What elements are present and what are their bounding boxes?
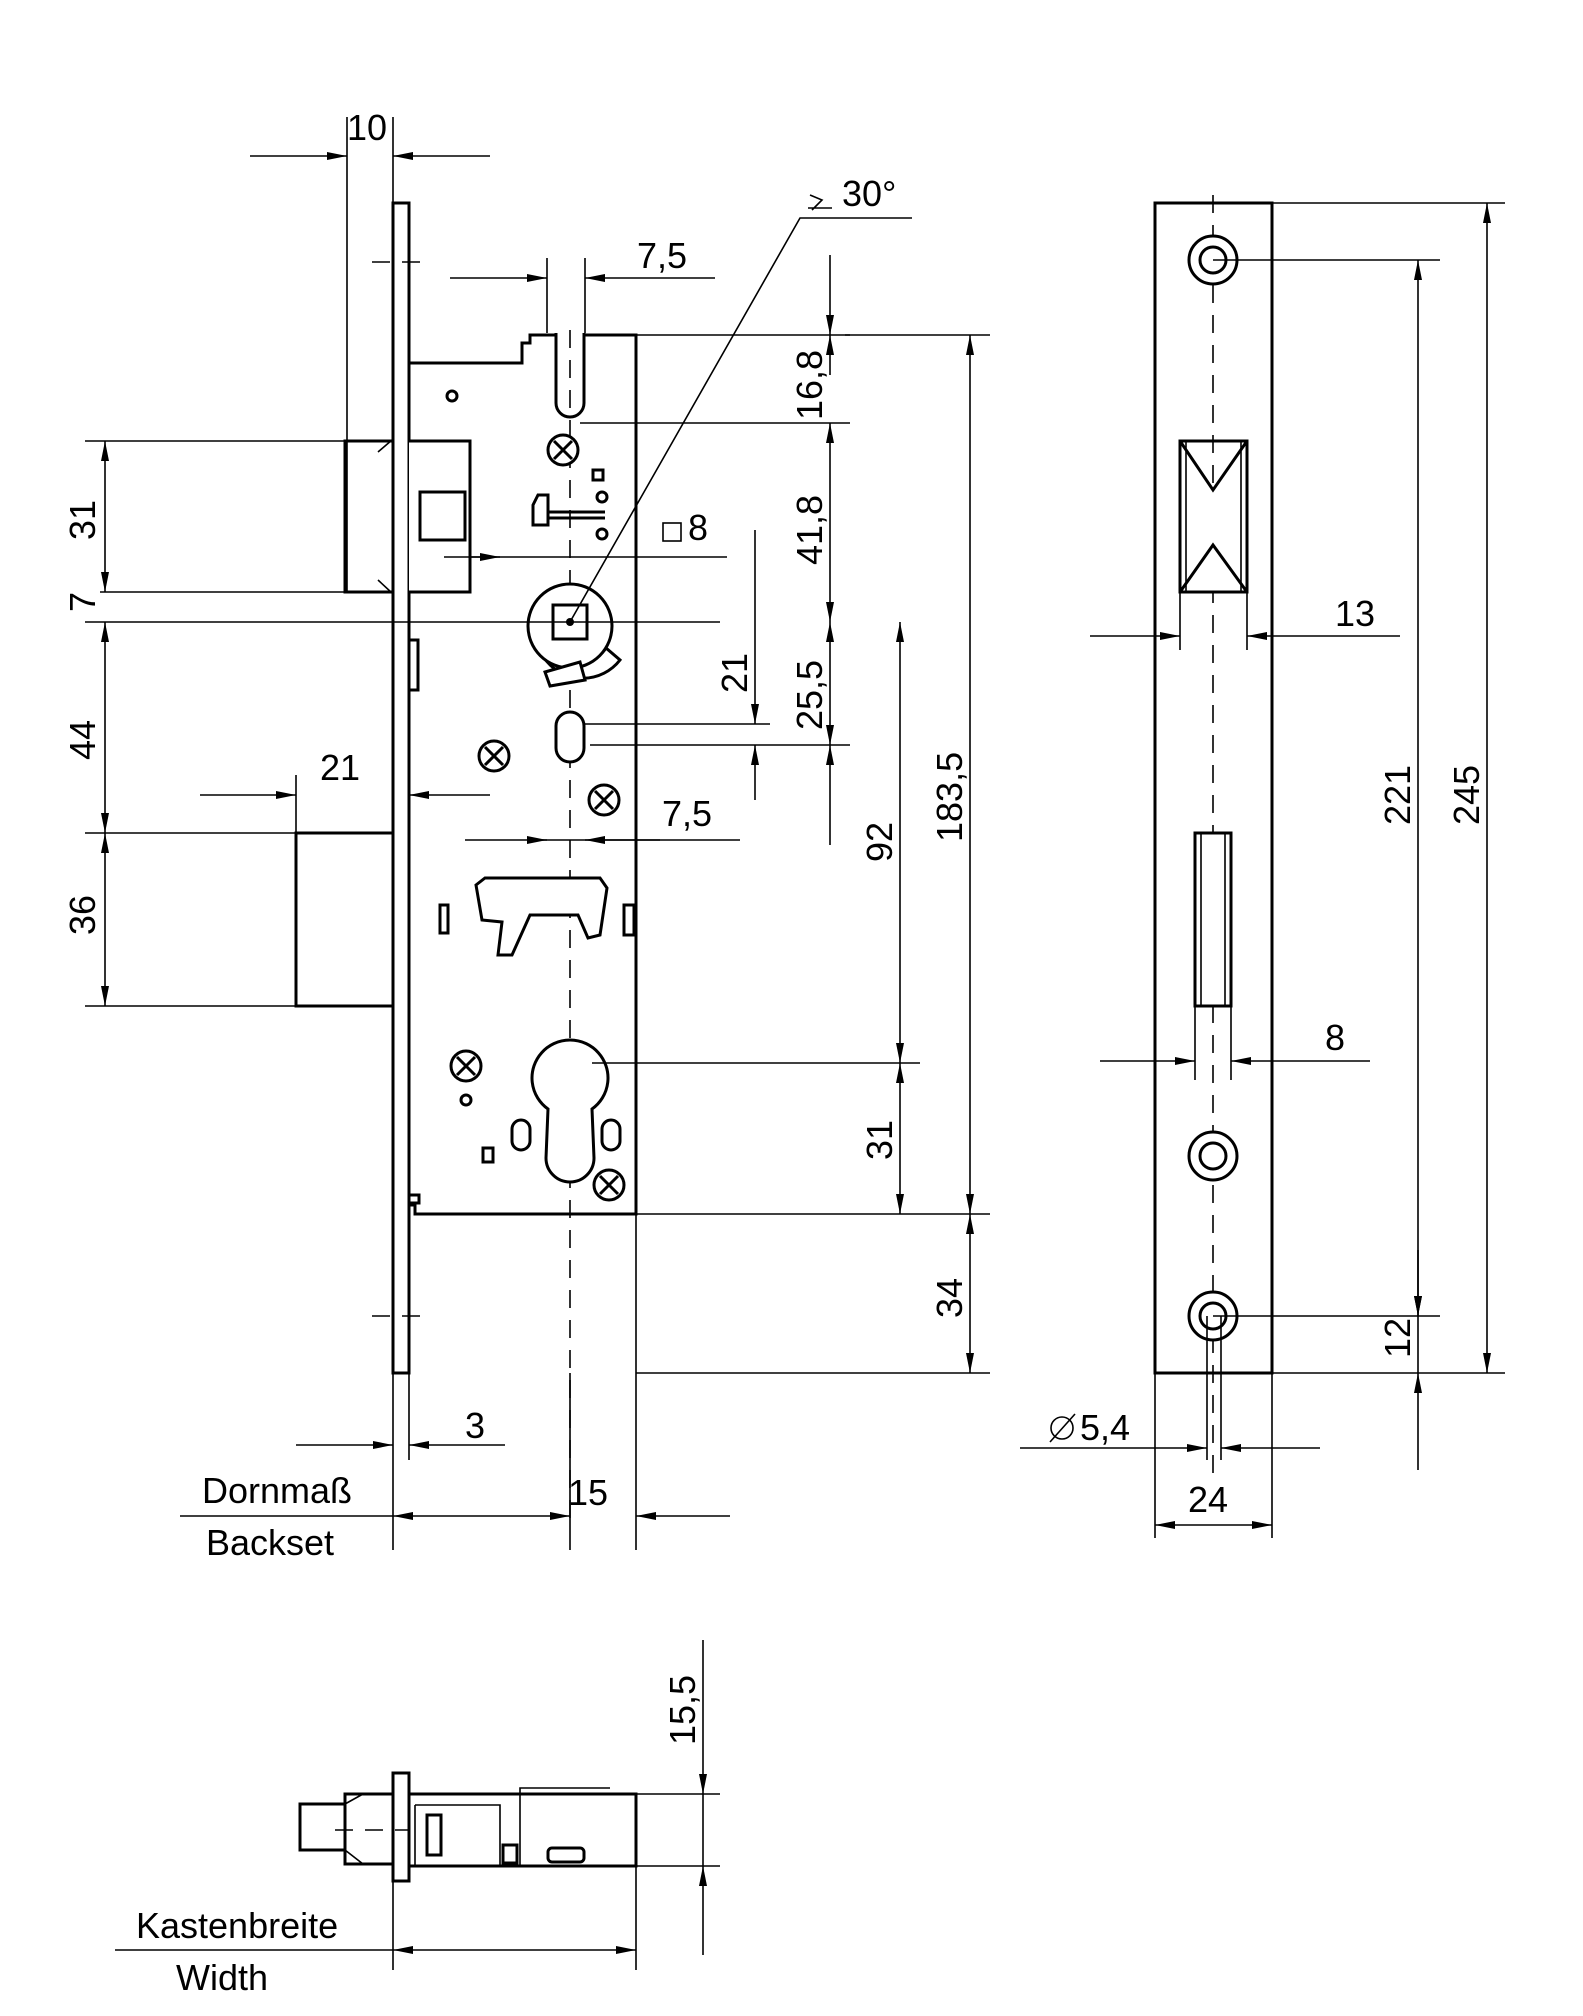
top-latch	[298, 1802, 347, 1852]
faceplate-view-dimensions: 13 8 221 245 12 5,4 24	[1020, 202, 1505, 1538]
dim-slot-height: 21	[714, 653, 755, 693]
dim-faceplate-offset: 3	[465, 1405, 485, 1446]
dim-angle: 30°	[842, 173, 896, 214]
dim-latch-to-bolt: 44	[62, 720, 103, 760]
top-view	[298, 1771, 638, 1883]
front-view-dimensions: 10 7,5 30° 8 31 7 44 36 21	[62, 107, 990, 1563]
dead-bolt	[294, 831, 395, 1008]
dim-hole-to-end: 12	[1377, 1318, 1418, 1358]
dim-spindle-offset-top: 7,5	[637, 235, 687, 276]
dim-cylinder-to-bottom: 31	[859, 1120, 900, 1160]
screw-2	[477, 739, 511, 773]
dim-bolt-throw: 21	[320, 747, 360, 788]
dim-hole-spacing: 221	[1377, 765, 1418, 825]
dim-faceplate-thickness: 10	[347, 107, 387, 148]
dim-spindle-offset-mid: 7,5	[662, 793, 712, 834]
dim-square-spindle: 8	[688, 507, 708, 548]
screw-hole-mid	[1187, 1130, 1239, 1182]
dim-case-height: 183,5	[929, 752, 970, 842]
hook-lever	[474, 876, 609, 957]
dim-hole-diameter: 5,4	[1080, 1407, 1130, 1448]
latch-bolt	[343, 439, 472, 594]
screw-1	[546, 433, 580, 467]
dim-bolt-height: 36	[62, 895, 103, 935]
label-backset-en: Backset	[206, 1522, 334, 1563]
oval-slot	[554, 710, 586, 764]
top-view-dimensions: 15,5 Kastenbreite Width	[115, 1640, 720, 1998]
label-width-de: Kastenbreite	[136, 1905, 338, 1946]
top-faceplate	[391, 1771, 411, 1883]
dim-faceplate-length: 245	[1446, 765, 1487, 825]
dim-case-depth: 15,5	[662, 1675, 703, 1745]
dim-latch-height: 31	[62, 500, 103, 540]
dim-top-to-follower: 41,8	[789, 495, 830, 565]
dim-spindle-to-cylinder: 92	[859, 822, 900, 862]
dim-bolt-opening-width: 8	[1325, 1017, 1345, 1058]
screw-4	[449, 1049, 483, 1083]
dim-bottom-to-end: 34	[929, 1278, 970, 1318]
label-width-en: Width	[176, 1957, 268, 1998]
dim-faceplate-width: 24	[1188, 1479, 1228, 1520]
dim-latch-opening-width: 13	[1335, 593, 1375, 634]
front-view	[294, 201, 638, 1530]
latch-opening	[1178, 439, 1249, 594]
dim-backset: 15	[568, 1472, 608, 1513]
dim-follower-to-top: 16,8	[789, 350, 830, 420]
label-backset-de: Dornmaß	[202, 1470, 352, 1511]
faceplate	[391, 201, 411, 1375]
dim-latch-gap: 7	[62, 592, 103, 612]
screw-5	[592, 1168, 626, 1202]
cylinder-hole	[530, 1038, 610, 1184]
follower-hub	[526, 582, 623, 688]
dim-follower-to-slot: 25,5	[789, 660, 830, 730]
faceplate-view	[1153, 195, 1274, 1475]
screw-3	[587, 783, 621, 817]
